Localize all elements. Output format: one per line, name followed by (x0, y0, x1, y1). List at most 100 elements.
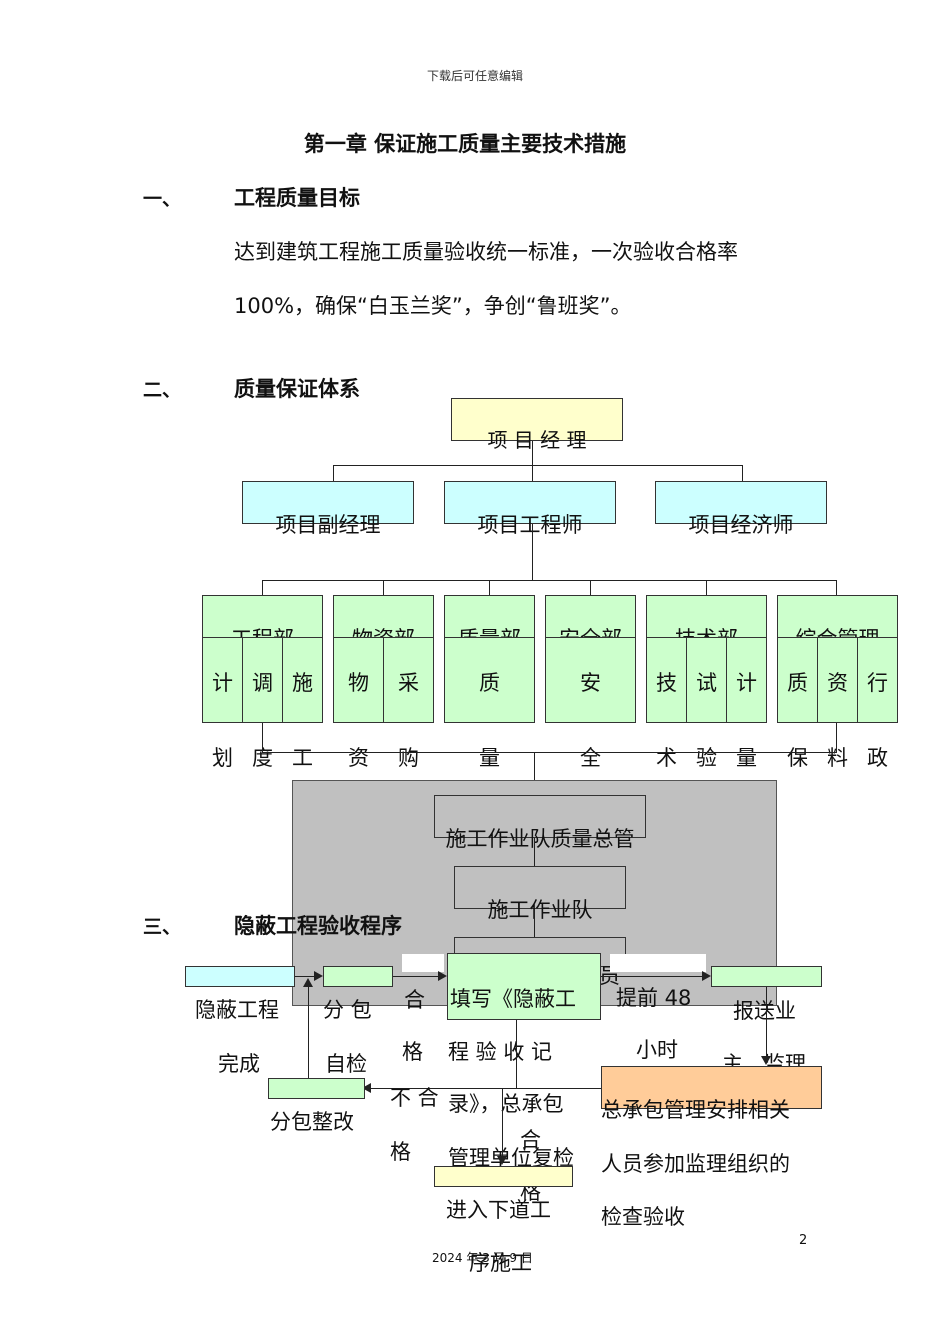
label-mask (610, 954, 706, 972)
flow-box-fill-record (447, 953, 601, 1020)
section2-title: 质量保证体系 (234, 377, 360, 401)
flow-arrow (502, 1088, 503, 1156)
sub-box-administration: 行 (857, 637, 898, 723)
project-economist-label: 项目经济师 (688, 513, 794, 537)
connector (534, 752, 535, 780)
page-number: 2 (799, 1233, 808, 1248)
dept-materials-label: 物资部 (334, 623, 433, 637)
connector (534, 838, 535, 866)
sub-top-label: 物 (348, 671, 369, 695)
sub-rework-label: 分包整改 (270, 1110, 354, 1134)
org-box-project-economist: 项目经济师 (655, 481, 827, 537)
qualified-label-1: 合 (404, 988, 425, 1012)
report-label-1: 报送业 (733, 999, 796, 1023)
sub-bottom-label: 工 (292, 746, 313, 770)
sub-bottom-label: 政 (867, 746, 888, 770)
connector (516, 1020, 517, 1088)
section1-number: 一、 (143, 188, 182, 210)
hidden-done-label-1: 隐蔽工程 (195, 998, 279, 1022)
qa-manager-label: 施工作业队质量总管 (445, 827, 635, 851)
sub-box-measurement: 计 (726, 637, 767, 723)
connector (383, 580, 384, 595)
project-engineer-label: 项目工程师 (477, 513, 583, 537)
sub-bottom-label: 购 (398, 746, 419, 770)
org-box-project-manager: 项 目 经 理 (451, 398, 623, 452)
connector (836, 723, 837, 752)
sub-box-technology: 技 (646, 637, 687, 723)
sub-bottom-label: 保 (787, 746, 808, 770)
connector (262, 580, 837, 581)
team-label: 施工作业队 (487, 898, 593, 922)
flow-box-hidden-done (185, 966, 295, 987)
dept-box-safety: 安全部 (545, 595, 636, 638)
connector (333, 465, 743, 466)
sub-top-label: 施 (292, 671, 313, 695)
dept-safety-label: 安全部 (546, 623, 635, 637)
advance-label-2: 小时 (636, 1038, 678, 1062)
sub-selfcheck-label-2: 自检 (325, 1052, 367, 1076)
sub-bottom-label: 划 (212, 746, 233, 770)
dept-general-management-label: 综合管理 (778, 623, 897, 637)
sub-bottom-label: 量 (479, 746, 500, 770)
dept-box-technical: 技术部 (646, 595, 767, 638)
sub-top-label: 资 (827, 671, 848, 695)
connector (532, 465, 533, 481)
sub-top-label: 质 (787, 671, 808, 695)
section1-paragraph-line1: 达到建筑工程施工质量验收统一标准，一次验收合格率 (234, 240, 738, 264)
connector (333, 465, 334, 481)
connector (262, 752, 837, 753)
chapter-title: 第一章 保证施工质量主要技术措施 (303, 132, 627, 156)
flow-box-sub-selfcheck (323, 966, 393, 987)
sub-top-label: 计 (736, 671, 757, 695)
sub-box-construction: 施 (282, 637, 323, 723)
gc-arrange-label-1: 总承包管理安排相关 (601, 1098, 790, 1122)
connector (590, 580, 591, 595)
sub-box-documents: 资 (817, 637, 858, 723)
flow-arrowhead (314, 971, 323, 981)
flow-arrow (308, 985, 309, 1078)
sub-top-label: 采 (398, 671, 419, 695)
sub-top-label: 计 (212, 671, 233, 695)
sub-box-purchasing: 采 (383, 637, 434, 723)
dept-technical-label: 技术部 (647, 623, 766, 637)
flow-box-gc-arrange (601, 1066, 822, 1109)
fill-record-label-1: 填写《隐蔽工 (450, 987, 576, 1011)
hidden-done-label-2: 完成 (218, 1052, 260, 1076)
label-mask (402, 954, 444, 972)
connector (532, 441, 533, 465)
flow-arrowhead (303, 978, 313, 987)
next-process-label-1: 进入下道工 (446, 1198, 551, 1222)
section3-title: 隐蔽工程验收程序 (234, 914, 402, 938)
section2-number: 二、 (143, 379, 182, 401)
connector (706, 580, 707, 595)
dept-quality-label: 质量部 (445, 623, 534, 637)
flow-arrowhead (362, 1083, 371, 1093)
qualified-label-2: 格 (402, 1040, 423, 1064)
connector (836, 580, 837, 595)
sub-bottom-label: 术 (656, 746, 677, 770)
flow-box-sub-rework (268, 1078, 365, 1099)
not-qualified-label-2: 格 (390, 1140, 411, 1164)
connector (534, 909, 535, 937)
connector (532, 524, 533, 580)
sub-selfcheck-label-1: 分 包 (323, 998, 372, 1022)
flow-arrow (295, 976, 315, 977)
team-box: 施工作业队 (454, 866, 626, 922)
page-header: 下载后可任意编辑 (426, 69, 523, 83)
gc-arrange-label-2: 人员参加监理组织的 (601, 1152, 790, 1176)
section1-title: 工程质量目标 (234, 186, 360, 210)
sub-top-label: 安 (580, 671, 601, 695)
qa-manager-box: 施工作业队质量总管 (434, 795, 646, 851)
deputy-manager-label: 项目副经理 (275, 513, 381, 537)
flow-box-report (711, 966, 822, 987)
connector (489, 580, 490, 595)
sub-bottom-label: 全 (580, 746, 601, 770)
connector (262, 580, 263, 595)
dept-box-quality: 质量部 (444, 595, 535, 638)
sub-bottom-label: 量 (736, 746, 757, 770)
section3-number: 三、 (143, 916, 182, 938)
advance-label-1: 提前 48 (616, 986, 692, 1010)
sub-top-label: 试 (696, 671, 717, 695)
flow-arrowhead (438, 971, 447, 981)
gc-arrange-label-3: 检查验收 (601, 1205, 685, 1229)
